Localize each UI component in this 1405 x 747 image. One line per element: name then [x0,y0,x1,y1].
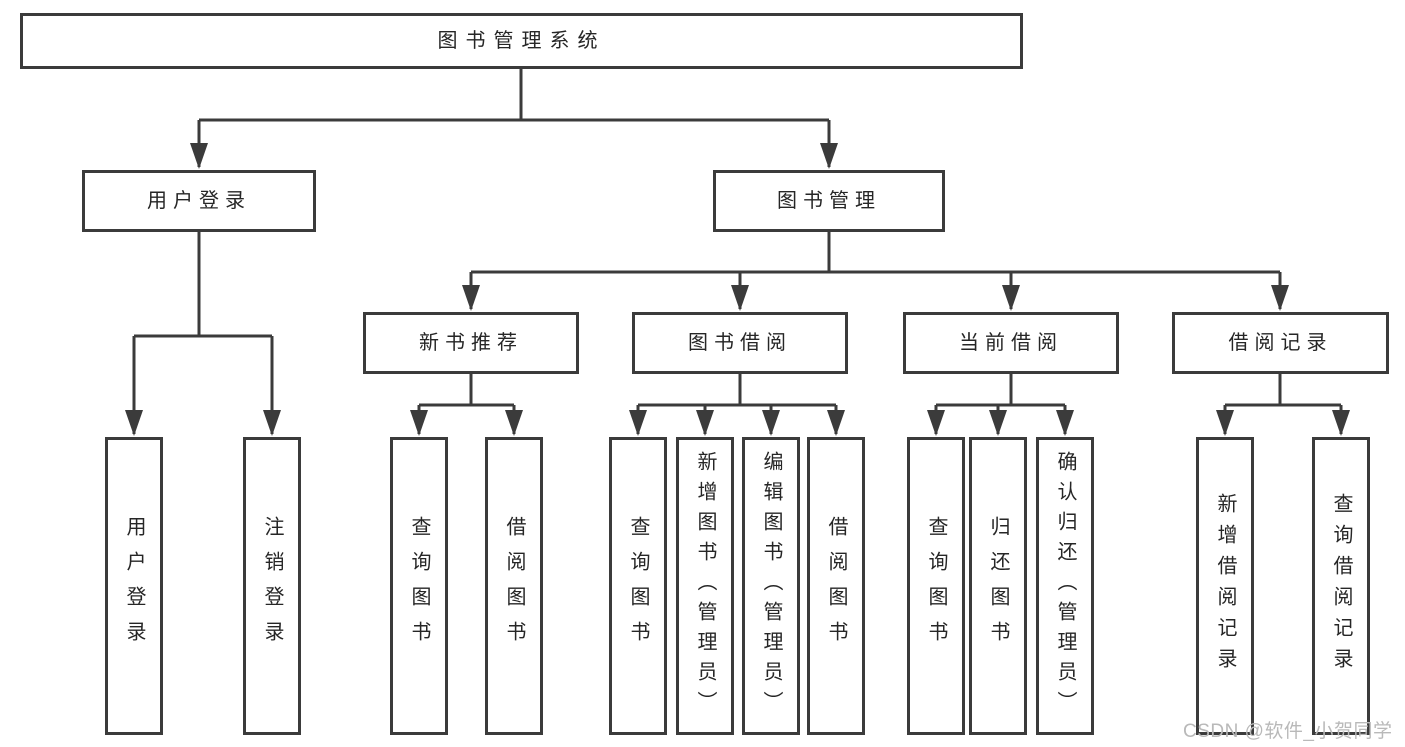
node-book-borrowing: 图书借阅 [632,312,848,374]
leaf-query-borrow-record: 查询借阅记录 [1312,437,1370,735]
leaf-query-books-recommend: 查询图书 [390,437,448,735]
node-borrowing-records: 借阅记录 [1172,312,1389,374]
node-book-management: 图书管理 [713,170,945,232]
leaf-edit-books-admin: 编辑图书（管理员） [742,437,800,735]
watermark: CSDN @软件_小贺同学 [1183,721,1393,742]
leaf-query-books-borrow: 查询图书 [609,437,667,735]
leaf-user-login: 用户登录 [105,437,163,735]
node-library-management-system: 图书管理系统 [20,13,1023,69]
node-user-login: 用户登录 [82,170,316,232]
leaf-borrow-books-recommend: 借阅图书 [485,437,543,735]
leaf-add-books-admin: 新增图书（管理员） [676,437,734,735]
leaf-logout: 注销登录 [243,437,301,735]
leaf-borrow-books: 借阅图书 [807,437,865,735]
leaf-return-books: 归还图书 [969,437,1027,735]
node-current-borrowing: 当前借阅 [903,312,1119,374]
node-new-book-recommendation: 新书推荐 [363,312,579,374]
leaf-query-books-current: 查询图书 [907,437,965,735]
leaf-confirm-return-admin: 确认归还（管理员） [1036,437,1094,735]
leaf-add-borrow-record: 新增借阅记录 [1196,437,1254,735]
